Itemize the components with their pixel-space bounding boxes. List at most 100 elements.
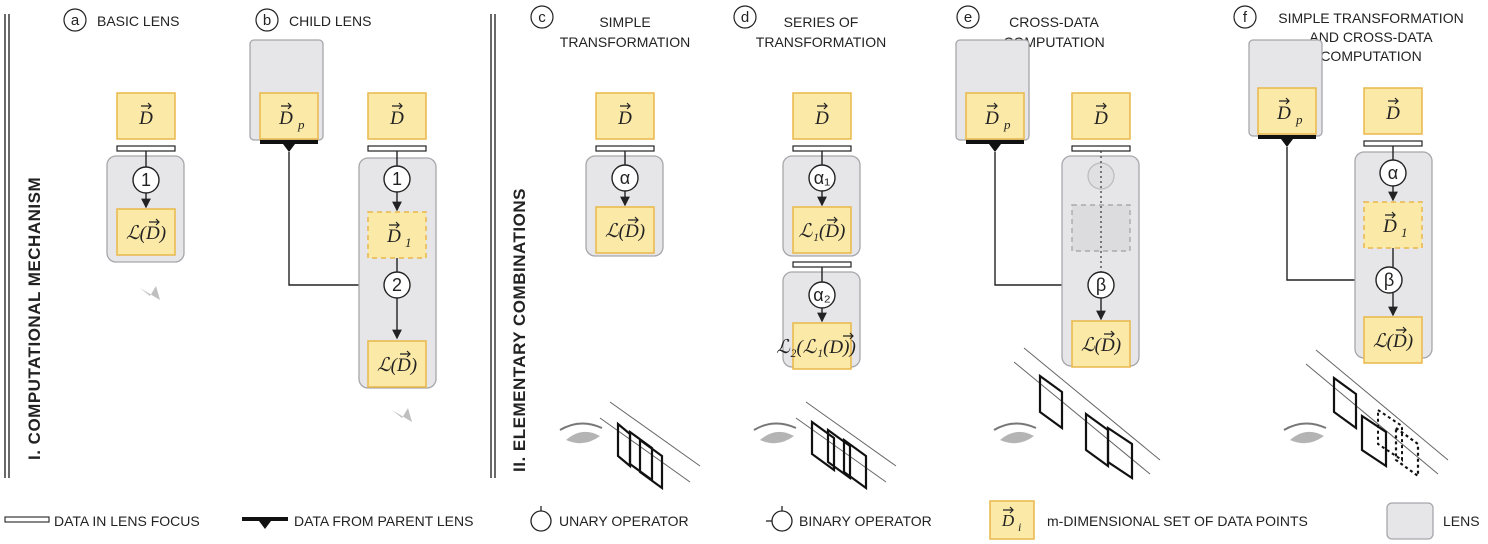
focus-bar xyxy=(367,145,427,152)
eye-icon xyxy=(392,408,412,422)
operator-label: 1 xyxy=(141,170,151,190)
focus-bar xyxy=(1363,140,1423,147)
focus-bar xyxy=(595,145,655,152)
data-label-ld: ℒ(D) xyxy=(377,355,417,376)
data-box-d1 xyxy=(1363,201,1423,249)
data-box-d1 xyxy=(367,211,427,259)
data-box-l2l1d xyxy=(792,322,852,370)
unary-operator-icon: UNARY OPERATOR xyxy=(530,506,689,532)
focus-bar xyxy=(116,145,176,152)
parent-data-bar xyxy=(260,140,318,144)
data-box-ld xyxy=(595,206,655,254)
parent-data-marker-icon xyxy=(989,144,1001,152)
legend-label-parent: DATA FROM PARENT LENS xyxy=(294,513,473,529)
legend-dataset-symbol-sub: i xyxy=(1018,520,1021,534)
data-label-d: D xyxy=(1385,103,1400,124)
data-label-ld: ℒ(D) xyxy=(126,223,166,244)
data-label-dp: D xyxy=(984,108,999,129)
eye-icon xyxy=(1283,422,1327,444)
panel-title-b-line-1: CHILD LENS xyxy=(289,13,371,29)
legend-label-unary: UNARY OPERATOR xyxy=(559,513,689,529)
operator-label: 2 xyxy=(392,275,402,295)
data-label-l2l1d: ℒ₂(ℒ₁(D)) xyxy=(776,337,856,358)
panel-title-e: e CROSS-DATA COMPUTATION xyxy=(956,5,1105,50)
data-label-l1d: ℒ₁(D) xyxy=(799,221,846,242)
data-label-d: D xyxy=(1093,108,1108,129)
data-label-d1: D xyxy=(1382,216,1397,237)
panel-title-d-line-1: SERIES OF xyxy=(784,14,859,30)
data-box-dp xyxy=(1257,87,1317,135)
data-label-d: D xyxy=(389,108,404,129)
section-title-computational: I. COMPUTATIONAL MECHANISM xyxy=(25,177,44,460)
legend-label-focus: DATA IN LENS FOCUS xyxy=(54,513,200,529)
operator-label: β xyxy=(1384,270,1394,290)
data-label-d1: D xyxy=(386,226,401,247)
legend-item-parent: DATA FROM PARENT LENS xyxy=(242,513,473,529)
eye-icon xyxy=(993,422,1037,444)
legend-label-dataset: m-DIMENSIONAL SET OF DATA POINTS xyxy=(1047,513,1308,529)
legend-item-focus: DATA IN LENS FOCUS xyxy=(4,513,200,529)
data-box-d xyxy=(595,92,655,140)
data-box-ld xyxy=(367,340,427,388)
data-label-dp-sub: p xyxy=(1003,117,1011,132)
parent-data-marker-icon xyxy=(259,521,271,529)
operator-label: α₂ xyxy=(813,285,830,305)
panel-title-e-line-1: CROSS-DATA xyxy=(1009,14,1099,30)
lens-planes-icon xyxy=(599,401,701,491)
focus-bar xyxy=(1071,145,1131,152)
panel-a: D 1 ℒ(D) xyxy=(106,92,185,300)
panel-title-c-line-2: TRANSFORMATION xyxy=(560,34,690,50)
operator-label: 1 xyxy=(392,169,402,189)
panel-title-a-line-1: BASIC LENS xyxy=(97,13,179,29)
panel-letter-b: b xyxy=(263,12,271,29)
panel-b: D p D 1 D 1 2 ℒ(D) xyxy=(249,39,437,422)
parent-data-bar xyxy=(1258,135,1316,139)
legend-label-lens: LENS xyxy=(1443,513,1480,529)
panel-title-f-line-3: COMPUTATION xyxy=(1320,48,1421,64)
operator-label: β xyxy=(1096,275,1106,295)
panel-title-b: b CHILD LENS xyxy=(255,8,371,32)
parent-data-bar xyxy=(966,140,1024,144)
panel-letter-c: c xyxy=(538,9,546,26)
legend-item-lens: LENS xyxy=(1386,502,1480,540)
data-label-ld: ℒ(D) xyxy=(1081,335,1121,356)
panel-c: D α ℒ(D) xyxy=(559,92,701,491)
data-box-dp xyxy=(965,92,1025,140)
data-box-ld xyxy=(1363,316,1423,364)
parent-data-marker-icon xyxy=(1281,139,1293,147)
panel-letter-d: d xyxy=(741,9,749,26)
data-box-dp xyxy=(259,92,319,140)
legend-label-binary: BINARY OPERATOR xyxy=(799,513,932,529)
lens-planes-icon xyxy=(1013,347,1161,481)
data-box-d xyxy=(792,92,852,140)
panel-letter-a: a xyxy=(71,12,80,29)
panel-title-a: a BASIC LENS xyxy=(63,8,179,32)
panel-title-f: f SIMPLE TRANSFORMATION AND CROSS-DATA C… xyxy=(1233,5,1464,64)
data-box-d xyxy=(116,92,176,140)
binary-operator-icon: BINARY OPERATOR xyxy=(766,506,932,532)
data-label-dp: D xyxy=(1276,103,1291,124)
focus-bar xyxy=(792,261,852,268)
data-box-ld xyxy=(116,208,176,256)
operator-label: α xyxy=(620,168,630,188)
panel-title-c: c SIMPLE TRANSFORMATION xyxy=(530,5,690,50)
legend-dataset-symbol: D xyxy=(1001,511,1015,530)
parent-data-marker-icon xyxy=(283,144,295,152)
panel-f: D p D α D 1 β ℒ(D) xyxy=(1248,39,1449,479)
section-divider-left xyxy=(4,14,10,478)
data-label-ld: ℒ(D) xyxy=(605,221,645,242)
data-label-dp-sub: p xyxy=(297,117,305,132)
data-label-d1-sub: 1 xyxy=(405,235,412,250)
panel-title-d-line-2: TRANSFORMATION xyxy=(756,34,886,50)
operator-label: α xyxy=(1388,163,1398,183)
lens-planes-icon xyxy=(1305,349,1449,479)
data-label-d: D xyxy=(617,108,632,129)
eye-icon xyxy=(140,286,160,300)
eye-icon xyxy=(753,422,797,444)
panel-title-d: d SERIES OF TRANSFORMATION xyxy=(733,5,886,50)
data-label-d: D xyxy=(138,108,153,129)
panel-e: D p D β ℒ(D) xyxy=(955,39,1161,481)
data-label-ld: ℒ(D) xyxy=(1373,331,1413,352)
legend: DATA IN LENS FOCUS DATA FROM PARENT LENS… xyxy=(4,500,1480,540)
